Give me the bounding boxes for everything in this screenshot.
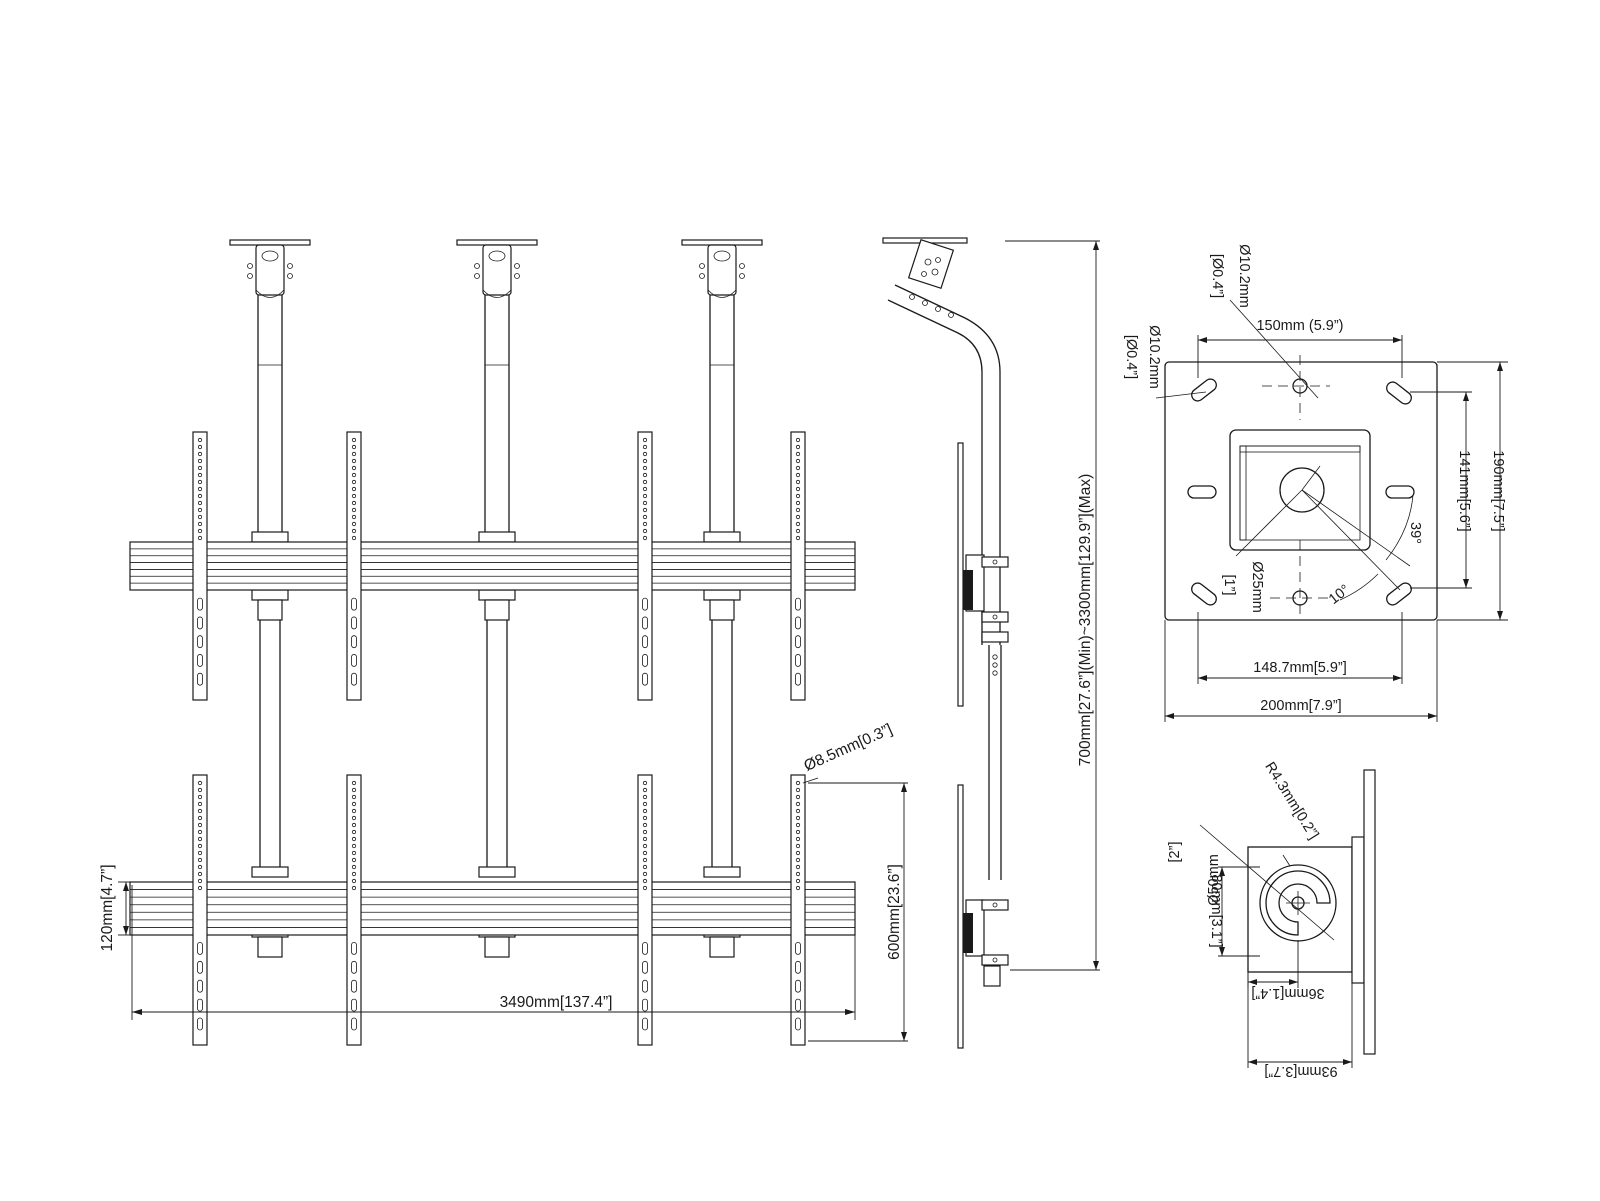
vertical-bracket (346, 774, 362, 1046)
rail-height-dimension: 120mm[4.7”] (99, 864, 132, 952)
inner-height-label: 141mm[5.6”] (1456, 450, 1472, 531)
angle-10-label: 10° (1326, 582, 1353, 608)
vertical-bracket (637, 431, 653, 701)
upper-mount (963, 554, 1009, 643)
offset-label: 36mm[1.4”] (1251, 985, 1324, 1001)
bracket-span-label: 600mm[23.6”] (886, 864, 903, 960)
vertical-bracket (192, 774, 208, 1046)
diameter-in-label: [2”] (1167, 842, 1183, 863)
hole-label-a-in: [Ø0.4”] (1209, 254, 1225, 298)
hole-callout: Ø8.5mm[0.3”] (801, 721, 895, 784)
diameter-label: Ø50mm (1206, 854, 1222, 906)
hole-label: Ø8.5mm[0.3”] (801, 721, 894, 775)
horizontal-rail (129, 881, 856, 936)
tilt-head (907, 238, 955, 290)
width-label: 3490mm[137.4”] (500, 994, 613, 1011)
hole-label-b: Ø10.2mm (1146, 325, 1162, 389)
vertical-bracket (346, 431, 362, 701)
vertical-bracket (790, 431, 806, 701)
side-view: 700mm[27.6”](Min)~3300mm[129.9”](Max) (882, 237, 1100, 1049)
inner-width-label: 148.7mm[5.9”] (1253, 660, 1347, 676)
height-label: 700mm[27.6”](Min)~3300mm[129.9”](Max) (1077, 474, 1094, 766)
rail-height-label: 120mm[4.7”] (99, 864, 116, 951)
horizontal-rail (129, 541, 856, 591)
width-dimension: 3490mm[137.4”] (131, 885, 856, 1020)
lower-mount (963, 899, 1009, 987)
center-hole-in-label: [1”] (1221, 575, 1237, 596)
plate-width-label: 200mm[7.9”] (1260, 698, 1341, 714)
radius-label: R4.3mm[0.2”] (1261, 759, 1321, 842)
clamp-width-label: 93mm[3.7”] (1264, 1063, 1337, 1079)
ceiling-pole (456, 239, 538, 958)
hole-spacing-label: 150mm (5.9”) (1256, 318, 1343, 334)
hole-label-b-in: [Ø0.4”] (1123, 335, 1139, 379)
angle-39-label: 39° (1407, 522, 1423, 544)
clamp-height-label: 80mm[3.1”] (1208, 874, 1224, 947)
vertical-bracket (637, 774, 653, 1046)
ceiling-plate-detail: Ø10.2mm [Ø0.4”] Ø10.2mm [Ø0.4”] 150mm (5… (1123, 244, 1508, 722)
ceiling-pole (229, 239, 311, 958)
vertical-bracket (192, 431, 208, 701)
plate-height-label: 190mm[7.5”] (1490, 450, 1506, 531)
ceiling-poles (229, 239, 763, 958)
height-dimension: 700mm[27.6”](Min)~3300mm[129.9”](Max) (1005, 240, 1100, 971)
vertical-brackets (192, 431, 806, 1046)
ceiling-pole (681, 239, 763, 958)
hole-label-a: Ø10.2mm (1236, 244, 1252, 308)
center-hole-label: Ø25mm (1249, 561, 1265, 613)
front-view: 3490mm[137.4”] 120mm[4.7”] 600mm[23.6”] … (99, 239, 908, 1046)
vertical-bracket (790, 774, 806, 1046)
bracket-span-dimension: 600mm[23.6”] (808, 782, 908, 1042)
clamp-plate-detail: R4.3mm[0.2”] Ø50mm [2”] 80mm[3.1”] 36mm[… (1167, 759, 1376, 1079)
